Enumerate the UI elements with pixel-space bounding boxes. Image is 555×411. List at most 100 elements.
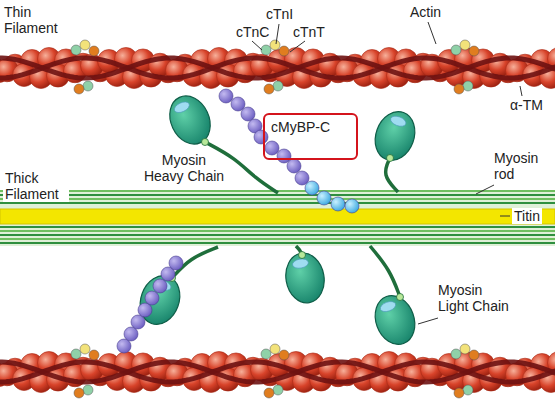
light-chain-symbol [202, 139, 209, 146]
tropomyosin-strand [0, 58, 555, 78]
troponin-subunit [469, 350, 479, 360]
myosin-rod-line [0, 198, 555, 200]
myosin-rod-line [0, 234, 555, 236]
myosin-head-body [369, 106, 422, 166]
tropomyosin-strand [0, 362, 555, 382]
troponin-subunit [270, 40, 280, 50]
troponin-subunit [463, 81, 473, 91]
troponin-subunit [460, 344, 470, 354]
part-label: Thick Filament [3, 170, 69, 202]
part-label: Myosin rod [494, 150, 546, 182]
mybpc-domain [219, 89, 233, 103]
thick-filament [0, 190, 555, 246]
myosin-head [134, 247, 218, 330]
myosin-head [369, 106, 422, 192]
tropomyosin-strand [0, 362, 555, 382]
troponin-subunit [71, 45, 81, 55]
leader-line [500, 216, 510, 217]
actin-binding-site [292, 258, 309, 270]
mybpc-domain [138, 303, 152, 317]
troponin-complex [261, 40, 289, 94]
myosin-rod-line [0, 202, 555, 204]
light-chain-symbol [397, 294, 404, 301]
troponin-subunit [273, 385, 283, 395]
troponin-subunit [463, 385, 473, 395]
troponin-complex [261, 344, 289, 398]
myosin-rod-line [0, 194, 555, 196]
myosin-rod-line [0, 226, 555, 228]
part-label: Myosin Heavy Chain [142, 152, 226, 184]
troponin-subunit [279, 350, 289, 360]
troponin-complex [451, 344, 479, 398]
mybpc-domain [331, 197, 345, 211]
myosin-neck [386, 158, 398, 192]
leader-line [428, 22, 436, 44]
troponin-complex [451, 40, 479, 94]
part-label: Myosin Light Chain [438, 282, 514, 314]
troponin-subunit [451, 45, 461, 55]
myosin-head [369, 246, 422, 350]
mybpc-domain [131, 315, 145, 329]
actin-binding-site [389, 114, 407, 128]
troponin-subunit [451, 349, 461, 359]
mybpc-domain [145, 291, 159, 305]
mybpc-chain-top [219, 89, 359, 213]
highlight-box: cMyBP-C [263, 113, 358, 160]
myosin-head-body [282, 250, 328, 306]
troponin-subunit [261, 349, 271, 359]
troponin-subunit [454, 84, 464, 94]
part-label: Titin [512, 208, 542, 224]
troponin-subunit [74, 388, 84, 398]
myosin-rod-line [0, 230, 555, 232]
troponin-subunit [83, 81, 93, 91]
part-label: cTnI [266, 6, 293, 22]
part-label: cTnT [293, 24, 325, 40]
mybpc-domain [345, 199, 359, 213]
part-label: α-TM [510, 97, 543, 113]
myosin-neck [205, 142, 278, 193]
myosin-rod-line [0, 238, 555, 240]
mybpc-domain [153, 279, 167, 293]
titin-band [0, 209, 555, 224]
myosin-head [282, 246, 328, 306]
troponin-subunit [273, 81, 283, 91]
mybpc-domain [265, 141, 279, 155]
part-label: Actin [410, 4, 441, 20]
troponin-subunit [264, 388, 274, 398]
leader-line [290, 41, 305, 52]
troponin-subunit [279, 46, 289, 56]
troponin-complex [71, 344, 99, 398]
thin-filament-top [0, 40, 555, 94]
actin-binding-site [379, 300, 397, 314]
troponin-subunit [80, 344, 90, 354]
troponin-subunit [264, 84, 274, 94]
mybpc-domain [124, 327, 138, 341]
troponin-subunit [270, 344, 280, 354]
troponin-subunit [454, 388, 464, 398]
mybpc-domain [117, 339, 131, 353]
part-label: cTnC [236, 24, 269, 40]
part-label: Thin Filament [4, 4, 66, 36]
troponin-subunit [83, 385, 93, 395]
mybpc-chain-bottom [117, 256, 183, 353]
troponin-subunit [74, 84, 84, 94]
light-chain-symbol [387, 155, 394, 162]
troponin-subunit [80, 40, 90, 50]
troponin-subunit [460, 40, 470, 50]
thin-filament-bottom [0, 344, 555, 398]
myosin-rod-line [0, 242, 555, 244]
troponin-subunit [469, 46, 479, 56]
mybpc-domain [317, 191, 331, 205]
leader-line [252, 41, 262, 50]
leader-line [476, 185, 494, 194]
tropomyosin-strand [0, 58, 555, 78]
troponin-subunit [261, 45, 271, 55]
mybpc-domain [241, 107, 255, 121]
actin-binding-site [173, 100, 191, 115]
mybpc-domain [287, 159, 301, 173]
myosin-head-body [369, 290, 422, 350]
leader-line [520, 86, 522, 96]
mybpc-domain [254, 130, 268, 144]
